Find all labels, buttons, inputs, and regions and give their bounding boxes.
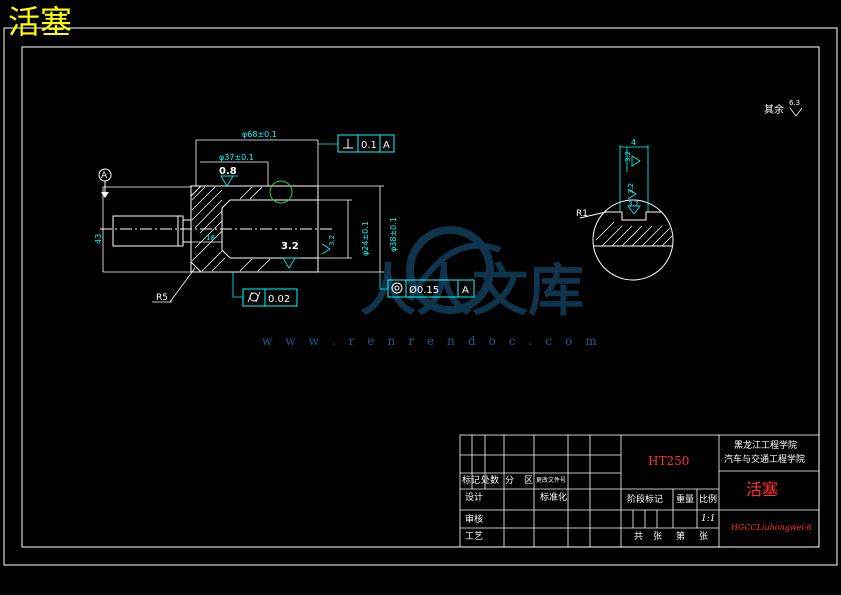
- tb-weight: 重量: [676, 495, 695, 505]
- tb-stage-mark: 阶段标记: [627, 495, 664, 505]
- perp-datum: A: [383, 140, 390, 151]
- tb-count: 处数: [481, 476, 500, 486]
- roughness-values: 0.8 3.2 3.2 3.2 3.2 3.2: [219, 151, 639, 252]
- slot-width: 4: [631, 138, 636, 147]
- watermark-text: 人人文库: [360, 259, 584, 324]
- conc-tol: Ø0.15: [409, 284, 439, 296]
- dim-bore-length: φ37±0.1: [219, 153, 254, 162]
- tb-sheet-no: 第: [676, 532, 686, 542]
- conc-datum: A: [462, 285, 469, 296]
- tb-zone2: 区: [524, 476, 534, 486]
- dimension-lines: [102, 139, 384, 303]
- perp-tol: 0.1: [361, 140, 377, 151]
- roughness-note-label: 其余: [764, 103, 784, 116]
- tb-zone: 分: [505, 476, 515, 486]
- dim-groove: 18: [206, 234, 215, 242]
- roughness-0-8: 0.8: [219, 166, 237, 177]
- gdt-concentricity: Ø0.15 A: [379, 272, 475, 298]
- watermark-url: w w w . r e n r e n d o c . c o m: [262, 334, 602, 348]
- tb-scale-value: 1:1: [701, 514, 716, 524]
- section-view: [579, 145, 674, 281]
- roughness-3-2-c: 3.2: [624, 151, 632, 162]
- part-name: 活塞: [746, 480, 779, 499]
- tb-design: 设计: [465, 493, 484, 503]
- tb-review: 审核: [465, 515, 484, 525]
- tb-scale: 比例: [699, 495, 718, 505]
- radius-r1: R1: [576, 209, 588, 219]
- tb-process: 工艺: [465, 532, 484, 542]
- dimension-text: φ68±0.1 φ37±0.1 43 φ24±0.1 φ38±0.1 18: [94, 130, 398, 256]
- material: HT250: [648, 454, 690, 468]
- inner-border: [21, 46, 820, 548]
- outer-border: [3, 27, 838, 566]
- datum-a: A: [98, 168, 112, 198]
- section-hatch: [191, 186, 271, 272]
- school-line1: 黑龙江工程学院: [734, 441, 798, 451]
- drawing-number: HGCCLiuhongwei-6: [731, 523, 812, 532]
- section-hatch-right: [595, 221, 673, 247]
- dim-total-length: φ68±0.1: [242, 130, 277, 139]
- tb-mark: 标记: [462, 476, 481, 486]
- dim-left-height: 43: [94, 234, 103, 244]
- radius-r5: R5: [156, 293, 168, 303]
- roughness-3-2-d: 3.2: [627, 183, 635, 194]
- tb-total: 共: [634, 532, 644, 542]
- school-line2: 汽车与交通工程学院: [724, 455, 806, 465]
- roughness-3-2-e: 3.2: [628, 200, 639, 208]
- tb-standard: 标准化: [540, 493, 568, 503]
- dim-inner-dia: φ24±0.1: [361, 221, 370, 256]
- roughness-3-2-a: 3.2: [281, 241, 299, 252]
- roughness-note-value: 6.3: [789, 99, 800, 107]
- gdt-cylindricity: 0.02: [232, 272, 298, 307]
- gdt-perpendicularity: 0.1 A: [318, 134, 395, 153]
- main-view: [100, 180, 335, 273]
- watermark-logo: 人人文库: [360, 226, 584, 324]
- shank: [112, 215, 184, 247]
- tb-doc: 更改文件号: [536, 477, 567, 484]
- datum-a-label: A: [101, 171, 108, 181]
- cyl-tol: 0.02: [268, 294, 290, 305]
- title-overlay: 活塞: [8, 3, 73, 41]
- general-roughness: 其余 6.3: [764, 99, 803, 117]
- tb-sheets: 张: [653, 532, 663, 542]
- dim-outer-dia: φ38±0.1: [389, 217, 398, 252]
- roughness-symbols: [220, 147, 641, 269]
- roughness-3-2-b: 3.2: [328, 235, 336, 246]
- tb-sheets-2: 张: [699, 532, 709, 542]
- title-block: [459, 434, 820, 548]
